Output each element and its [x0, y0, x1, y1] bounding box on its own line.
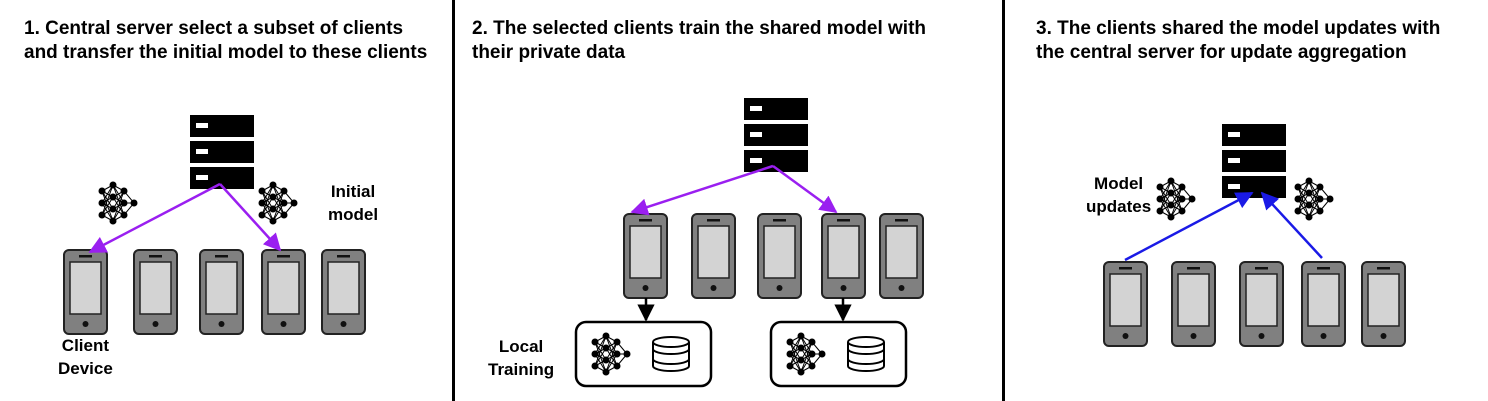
smartphone-icon — [1239, 261, 1284, 347]
local-training-box — [769, 320, 908, 388]
update-arrow — [1260, 191, 1323, 259]
panel-1-title: 1. Central server select a subset of cli… — [24, 18, 428, 63]
panel-2-title: 2. The selected clients train the shared… — [472, 18, 927, 63]
neural-network-icon — [98, 181, 138, 225]
smartphone-icon — [63, 249, 108, 335]
smartphone-icon — [879, 213, 924, 299]
model-updates-label: Model updates — [1086, 174, 1152, 216]
database-icon — [652, 336, 690, 372]
smartphone-icon — [1361, 261, 1406, 347]
database-icon — [847, 336, 885, 372]
neural-network-icon — [591, 332, 631, 376]
smartphone-icon — [757, 213, 802, 299]
smartphone-icon — [623, 213, 668, 299]
smartphone-icon — [1301, 261, 1346, 347]
panel-divider — [1002, 0, 1005, 401]
smartphone-icon — [261, 249, 306, 335]
local-training-label: Local Training — [488, 337, 555, 379]
update-arrow — [1124, 191, 1254, 262]
transfer-arrow — [630, 164, 774, 216]
transfer-arrow — [219, 183, 282, 252]
server-icon — [190, 115, 254, 189]
client-device-label: Client Device — [58, 336, 113, 378]
neural-network-icon — [786, 332, 826, 376]
neural-network-icon — [258, 181, 298, 225]
panel-3-title: 3. The clients shared the model updates … — [1036, 18, 1441, 63]
server-icon — [1222, 124, 1286, 198]
transfer-arrow — [772, 164, 838, 214]
initial-model-label: Initial model — [328, 182, 379, 224]
smartphone-icon — [691, 213, 736, 299]
neural-network-icon — [1156, 177, 1196, 221]
smartphone-icon — [199, 249, 244, 335]
neural-network-icon — [1294, 177, 1334, 221]
smartphone-icon — [133, 249, 178, 335]
smartphone-icon — [1171, 261, 1216, 347]
panel-divider — [452, 0, 455, 401]
smartphone-icon — [321, 249, 366, 335]
smartphone-icon — [1103, 261, 1148, 347]
smartphone-icon — [821, 213, 866, 299]
server-icon — [744, 98, 808, 172]
transfer-arrow — [88, 182, 221, 254]
local-training-box — [574, 320, 713, 388]
